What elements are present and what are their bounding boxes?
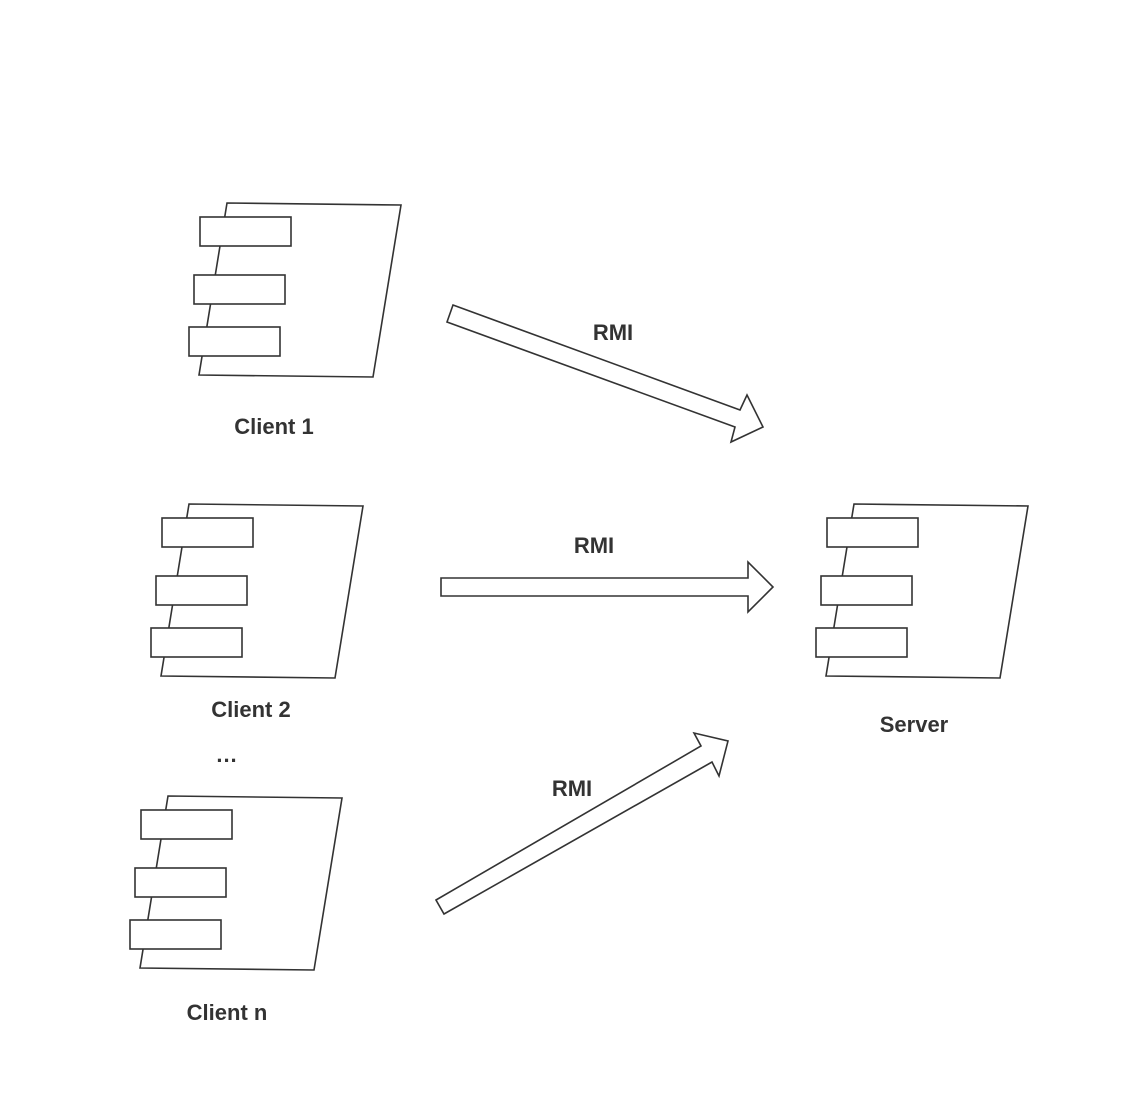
- server-component-port-2: [820, 575, 913, 606]
- client-1-component-port-3: [188, 326, 281, 357]
- server-label: Server: [880, 712, 949, 737]
- rmi-arrow-client-2-to-server: [440, 560, 775, 614]
- server-component-port-3: [815, 627, 908, 658]
- server-component-port-1: [826, 517, 919, 548]
- more-clients-ellipsis: ...: [216, 742, 237, 767]
- client-1-component-port-2: [193, 274, 286, 305]
- client-2-component-port-2: [155, 575, 248, 606]
- client-n-component: [129, 795, 343, 971]
- client-2-component-port-1: [161, 517, 254, 548]
- client-1-label: Client 1: [234, 414, 313, 439]
- rmi-label-client-1: RMI: [593, 320, 633, 345]
- server-component: [815, 503, 1029, 679]
- client-n-component-port-3: [129, 919, 222, 950]
- client-2-component-port-3: [150, 627, 243, 658]
- client-1-component: [188, 202, 402, 378]
- client-n-component-port-2: [134, 867, 227, 898]
- rmi-arrow-client-n-to-server: [434, 731, 729, 916]
- client-2-label: Client 2: [211, 697, 290, 722]
- client-2-component: [150, 503, 364, 679]
- client-1-component-port-1: [199, 216, 292, 247]
- rmi-arrow-client-1-to-server: [445, 303, 765, 444]
- rmi-label-client-2: RMI: [574, 533, 614, 558]
- client-n-label: Client n: [187, 1000, 268, 1025]
- rmi-label-client-n: RMI: [552, 776, 592, 801]
- client-n-component-port-1: [140, 809, 233, 840]
